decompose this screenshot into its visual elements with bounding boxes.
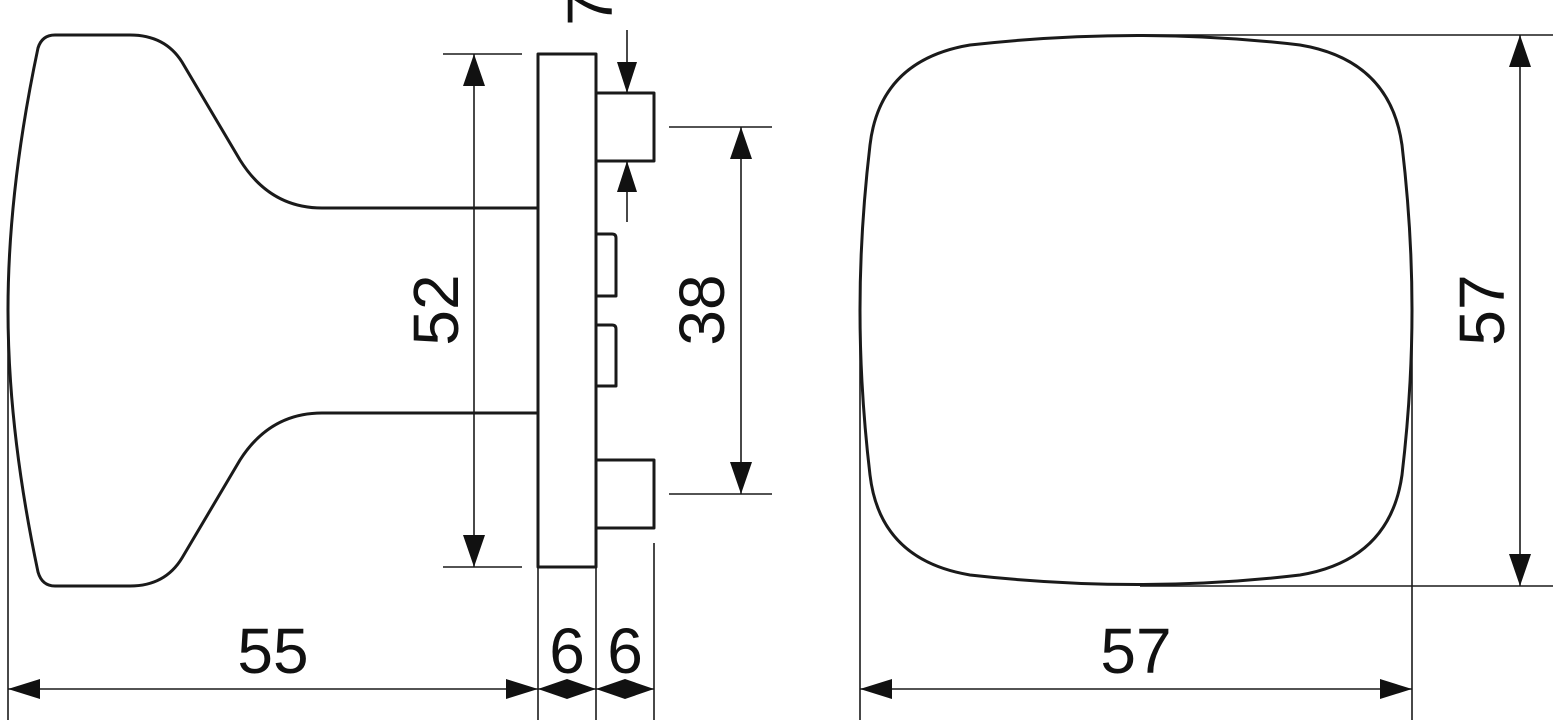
- front-view: [858, 34, 1414, 586]
- arrowhead: [617, 62, 637, 93]
- arrowhead: [567, 679, 596, 699]
- arrowhead: [625, 679, 654, 699]
- dim-label-38: 38: [666, 274, 738, 345]
- arrowhead: [596, 679, 625, 699]
- front-rounded-square-outline: [858, 34, 1414, 586]
- arrowhead: [463, 54, 485, 86]
- dim-label-7: 7: [554, 0, 626, 26]
- dim-label-57-width: 57: [1100, 615, 1171, 687]
- dimension-38: 38: [666, 127, 752, 494]
- base-plate: [536, 52, 598, 569]
- arrowhead: [730, 127, 752, 159]
- dim-label-57-height: 57: [1446, 274, 1518, 345]
- upper-notch: [596, 232, 618, 298]
- arrowhead: [506, 679, 538, 699]
- arrowhead: [860, 679, 892, 699]
- arrowhead: [1380, 679, 1412, 699]
- dim-label-6-base: 6: [549, 615, 585, 687]
- side-view: [6, 33, 656, 588]
- arrowhead: [617, 161, 637, 192]
- dim-label-52: 52: [400, 274, 472, 345]
- dimension-55: 55: [8, 615, 538, 699]
- arrowhead: [8, 679, 40, 699]
- dimension-52: 52: [400, 54, 485, 567]
- arrowhead: [1509, 554, 1531, 586]
- dimension-7: 7: [554, 0, 637, 222]
- arrowhead: [538, 679, 567, 699]
- dimension-6-base: 6: [538, 615, 596, 699]
- dimension-57-height: 57: [1446, 35, 1531, 586]
- dim-label-6-pin: 6: [607, 615, 643, 687]
- dimension-57-width: 57: [860, 615, 1412, 699]
- arrowhead: [1509, 35, 1531, 67]
- bottom-pin: [594, 458, 656, 530]
- arrowhead: [463, 535, 485, 567]
- dimension-6-pin: 6: [596, 615, 654, 699]
- extension-lines: [7, 34, 1553, 720]
- lower-notch: [596, 323, 618, 388]
- dim-label-55: 55: [237, 615, 308, 687]
- arrowhead: [730, 462, 752, 494]
- top-pin: [594, 91, 656, 163]
